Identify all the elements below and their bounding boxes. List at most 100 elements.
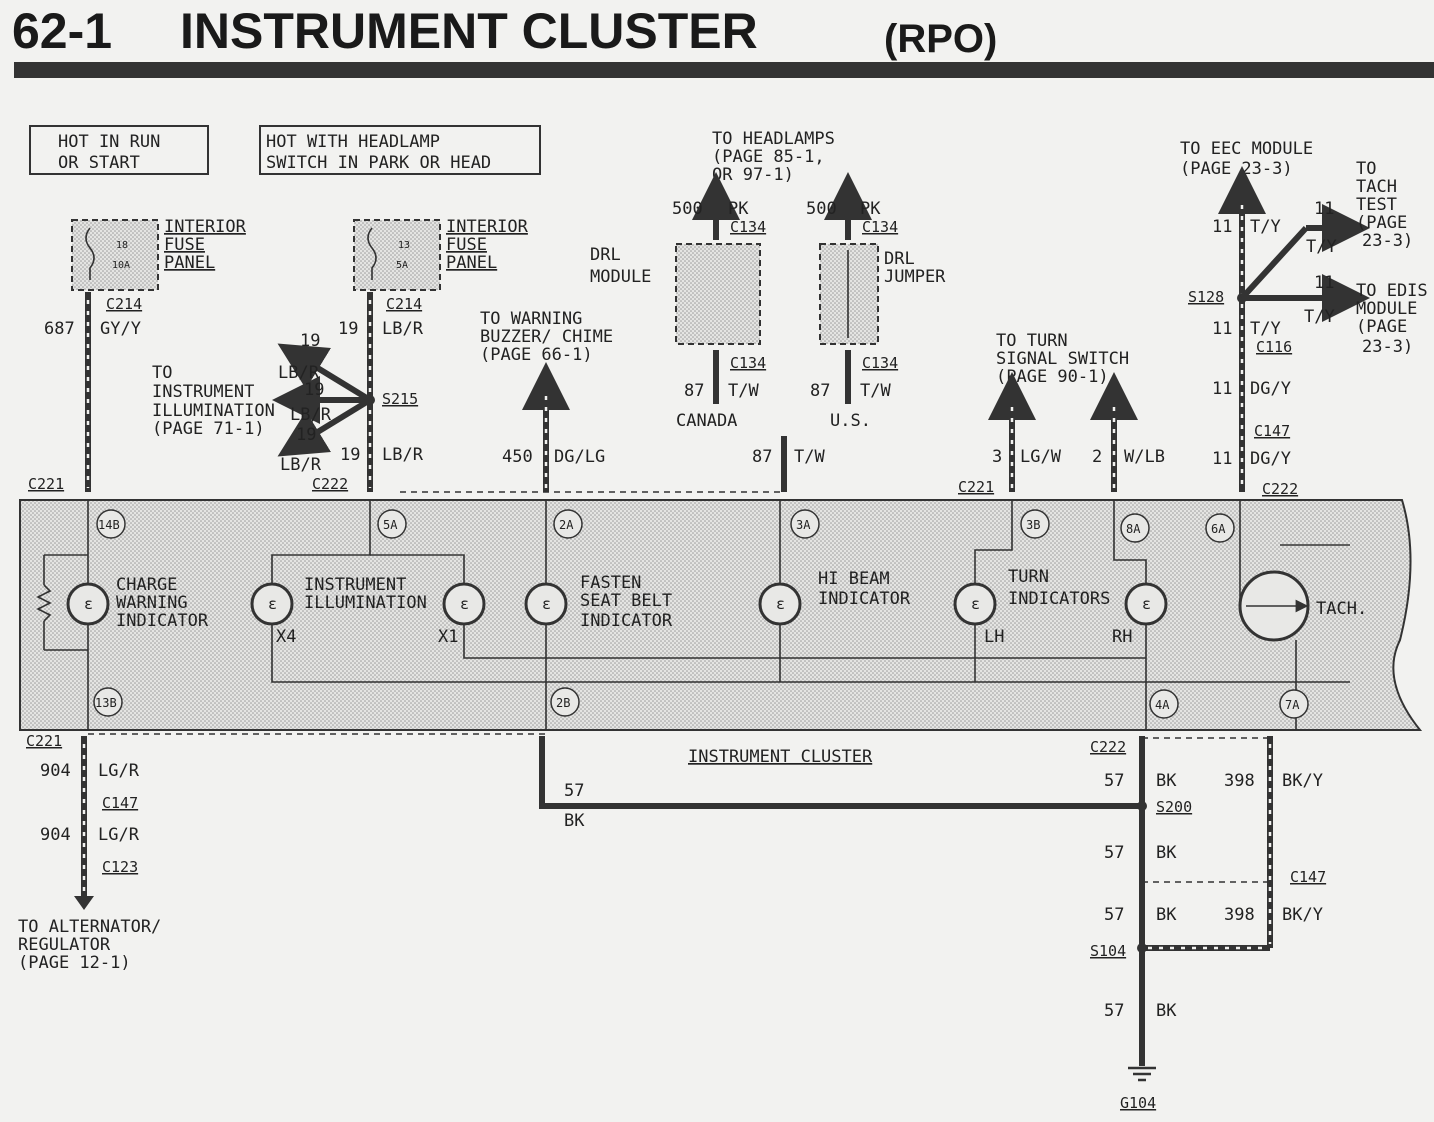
svg-text:WARNING: WARNING — [116, 593, 188, 613]
svg-text:LH: LH — [984, 627, 1004, 647]
svg-text:2A: 2A — [559, 518, 574, 532]
header-rule — [14, 62, 1434, 78]
page-number: 62-1 — [12, 3, 112, 59]
svg-text:TO WARNING: TO WARNING — [480, 309, 582, 329]
svg-text:C116: C116 — [1256, 338, 1292, 356]
svg-text:ɛ: ɛ — [776, 595, 785, 613]
svg-text:C214: C214 — [106, 295, 142, 313]
svg-text:S200: S200 — [1156, 798, 1192, 816]
svg-text:8A: 8A — [1126, 522, 1141, 536]
svg-text:T/Y: T/Y — [1250, 319, 1281, 339]
svg-text:BK/Y: BK/Y — [1282, 905, 1323, 925]
svg-text:5A: 5A — [396, 260, 408, 271]
svg-text:LG/R: LG/R — [98, 825, 140, 845]
svg-text:904: 904 — [40, 825, 71, 845]
pin-3b: 3B — [1020, 509, 1050, 539]
drl-jumper: 500 PK C134 DRL JUMPER C134 87 T/W U.S. — [806, 172, 946, 431]
pin-2b: 2B — [550, 687, 580, 717]
to-turn-signal-switch: TO TURN SIGNAL SWITCH (PAGE 90-1) 3 LG/W… — [958, 331, 1165, 496]
svg-text:TO TURN: TO TURN — [996, 331, 1068, 351]
ground-icon — [1128, 1066, 1156, 1082]
svg-text:CHARGE: CHARGE — [116, 575, 177, 595]
svg-text:W/LB: W/LB — [1124, 447, 1165, 467]
cluster-label: INSTRUMENT CLUSTER — [688, 747, 873, 767]
svg-text:TO: TO — [1356, 159, 1376, 179]
svg-text:BK: BK — [1156, 905, 1177, 925]
svg-text:GY/Y: GY/Y — [100, 319, 141, 339]
svg-text:11: 11 — [1212, 319, 1232, 339]
svg-text:OR 97-1): OR 97-1) — [712, 165, 794, 185]
svg-text:TO HEADLAMPS: TO HEADLAMPS — [712, 129, 835, 149]
svg-text:T/Y: T/Y — [1306, 237, 1337, 257]
wire-687: 687 GY/Y C221 — [28, 292, 141, 493]
svg-text:LB/R: LB/R — [290, 405, 332, 425]
svg-text:ɛ: ɛ — [460, 595, 469, 613]
splice-s104 — [1137, 943, 1147, 953]
svg-text:57: 57 — [1104, 1001, 1124, 1021]
illumination-bulb-x4: ɛ — [250, 582, 294, 626]
page-title: INSTRUMENT CLUSTER — [180, 3, 758, 59]
svg-text:X1: X1 — [438, 627, 458, 647]
illumination-bulb-x1: ɛ — [442, 582, 486, 626]
svg-text:MODULE: MODULE — [1356, 299, 1417, 319]
wire-19: 19 LB/R 19 LB/R 19 LB/R 19 LB/R S215 19 … — [272, 292, 424, 493]
svg-text:C221: C221 — [958, 478, 994, 496]
svg-text:19: 19 — [338, 319, 358, 339]
svg-text:398: 398 — [1224, 905, 1255, 925]
svg-text:23-3): 23-3) — [1362, 231, 1413, 251]
svg-text:TO ALTERNATOR/: TO ALTERNATOR/ — [18, 917, 161, 937]
svg-text:DRL: DRL — [590, 245, 621, 265]
svg-text:(PAGE 71-1): (PAGE 71-1) — [152, 419, 265, 439]
svg-text:(PAGE: (PAGE — [1356, 213, 1407, 233]
svg-text:19: 19 — [340, 445, 360, 465]
pin-7a: 7A — [1279, 689, 1309, 719]
wire-904: C221 904 LG/R C147 904 LG/R C123 TO ALTE… — [18, 732, 546, 973]
svg-text:T/W: T/W — [794, 447, 825, 467]
svg-text:14B: 14B — [98, 518, 120, 532]
tach-gauge — [1238, 570, 1310, 642]
svg-text:11: 11 — [1314, 199, 1334, 219]
svg-text:13: 13 — [398, 240, 410, 251]
svg-text:57: 57 — [1104, 843, 1124, 863]
fuse-icon — [85, 227, 95, 280]
svg-text:INTERIOR: INTERIOR — [164, 217, 247, 237]
svg-text:11: 11 — [1212, 217, 1232, 237]
svg-text:S128: S128 — [1188, 288, 1224, 306]
svg-text:T/Y: T/Y — [1250, 217, 1281, 237]
svg-text:HOT WITH HEADLAMP: HOT WITH HEADLAMP — [266, 132, 440, 152]
to-headlamps: TO HEADLAMPS (PAGE 85-1, OR 97-1) — [712, 129, 835, 185]
svg-text:T/W: T/W — [860, 381, 891, 401]
ground-circuit: 57 BK C222 57 BK 398 BK/Y S200 57 BK C14… — [539, 736, 1326, 1112]
fuse-13: 13 5A INTERIOR FUSE PANEL C214 — [353, 217, 529, 313]
svg-text:PK: PK — [728, 199, 749, 219]
svg-text:INSTRUMENT: INSTRUMENT — [152, 382, 254, 402]
rpo-label: (RPO) — [884, 17, 997, 61]
svg-text:450: 450 — [502, 447, 533, 467]
fuse-icon — [367, 227, 377, 280]
hi-beam-bulb: ɛ — [758, 582, 802, 626]
svg-text:X4: X4 — [276, 627, 296, 647]
svg-text:(PAGE 90-1): (PAGE 90-1) — [996, 367, 1109, 387]
svg-text:C147: C147 — [1254, 422, 1290, 440]
svg-text:C221: C221 — [28, 475, 64, 493]
svg-text:C147: C147 — [1290, 868, 1326, 886]
svg-text:ɛ: ɛ — [84, 595, 93, 613]
svg-text:C222: C222 — [312, 475, 348, 493]
svg-text:19: 19 — [300, 331, 320, 351]
hot-in-run-box: HOT IN RUN OR START — [29, 125, 209, 175]
svg-text:PANEL: PANEL — [164, 253, 215, 273]
svg-text:(PAGE: (PAGE — [1356, 317, 1407, 337]
svg-text:INSTRUMENT: INSTRUMENT — [304, 575, 406, 595]
svg-text:C214: C214 — [386, 295, 422, 313]
svg-text:2B: 2B — [556, 696, 570, 710]
wire-11: TO EEC MODULE (PAGE 23-3) S128 11 T/Y 11… — [1180, 139, 1428, 498]
drl-module: 500 PK C134 DRL MODULE C134 87 T/W CANAD… — [590, 172, 766, 431]
svg-text:LB/R: LB/R — [278, 363, 320, 383]
pin-6a: 6A — [1205, 513, 1235, 543]
svg-text:RH: RH — [1112, 627, 1132, 647]
instrument-cluster: ɛ ɛ ɛ ɛ ɛ ɛ ɛ CHARGE WARNING INDICATOR I… — [19, 499, 1423, 731]
svg-text:ɛ: ɛ — [268, 595, 277, 613]
svg-text:DG/Y: DG/Y — [1250, 449, 1291, 469]
svg-text:C134: C134 — [862, 354, 898, 372]
svg-text:DG/Y: DG/Y — [1250, 379, 1291, 399]
